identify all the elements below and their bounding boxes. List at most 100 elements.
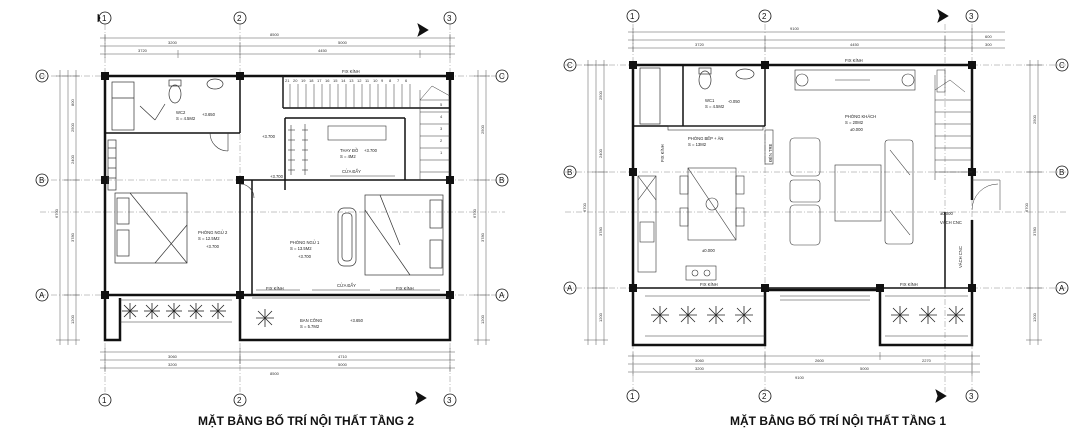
living-room bbox=[789, 69, 916, 246]
grid-col-3-bottom: 3 bbox=[969, 392, 974, 401]
stair-num: 13 bbox=[349, 78, 354, 83]
fix-kinh-label: FIX KÍNH bbox=[396, 286, 414, 291]
dim-left-total: 6700 bbox=[54, 208, 59, 218]
dim-lines-right bbox=[1026, 60, 1042, 345]
grid-col-1-bottom: 1 bbox=[630, 392, 635, 401]
floor-2-plan bbox=[40, 24, 505, 392]
floor-2-title: MẶT BẰNG BỐ TRÍ NỘI THẤT TẦNG 2 bbox=[198, 413, 414, 428]
stair-num: 12 bbox=[357, 78, 362, 83]
dim-bottom-3: 2270 bbox=[922, 358, 932, 363]
stair-num: 16 bbox=[325, 78, 330, 83]
room-wc1-level: -0.050 bbox=[728, 99, 741, 104]
dim-left-total: 6700 bbox=[582, 202, 587, 212]
dim-left-3: 3780 bbox=[598, 226, 603, 236]
room-wc2-area: S = 4.5M2 bbox=[176, 116, 196, 121]
fix-kinh-label: FIX KÍNH bbox=[700, 282, 718, 287]
stair-num: 15 bbox=[333, 78, 338, 83]
grid-row-b: B bbox=[567, 168, 572, 177]
grid-row-a-right: A bbox=[499, 291, 505, 300]
columns bbox=[629, 61, 976, 292]
dim-lines-top bbox=[100, 34, 455, 58]
room-bed2-name: PHÒNG NGỦ 2 bbox=[198, 230, 228, 235]
dim-bottom-1: 3060 bbox=[168, 354, 178, 359]
room-wc1-name: WC1 bbox=[705, 98, 715, 103]
stair-num: 18 bbox=[309, 78, 314, 83]
dim-lines-bottom bbox=[100, 348, 455, 372]
columns bbox=[101, 72, 454, 299]
interior-walls bbox=[105, 76, 450, 295]
dim-left-texts: 800 2500 2400 3780 1200 6700 2500 3780 1… bbox=[54, 99, 485, 324]
dim-left-texts: 2500 2400 3780 1200 6700 2500 3780 1200 … bbox=[582, 90, 1037, 322]
room-wc2-name: WC2 bbox=[176, 110, 186, 115]
room-bed2-area: S = 12.5M2 bbox=[198, 236, 220, 241]
level-mark: +3.700 bbox=[262, 134, 276, 139]
room-wc2-level: +3.650 bbox=[202, 112, 216, 117]
grid-col-3: 3 bbox=[969, 12, 974, 21]
north-arrow-icon bbox=[97, 9, 949, 405]
den-tre-label: ĐÈN TRE bbox=[768, 143, 773, 162]
fix-kinh-label: FIX KÍNH bbox=[900, 282, 918, 287]
balcony bbox=[645, 295, 968, 337]
grid-row-b: B bbox=[39, 176, 44, 185]
dim-top2-2: 4450 bbox=[318, 48, 328, 53]
vach-cnc-label: VÁCH CNC bbox=[958, 246, 963, 268]
grid-col-3: 3 bbox=[447, 14, 452, 23]
grid-col-1-bottom: 1 bbox=[102, 396, 107, 405]
room-balcony-level: +3.650 bbox=[350, 318, 364, 323]
dim-left-1: 800 bbox=[70, 99, 75, 106]
dim-right-2: 3780 bbox=[1032, 226, 1037, 236]
room-bed1-name: PHÒNG NGỦ 1 bbox=[290, 240, 320, 245]
level-mark: ±0.000 bbox=[940, 211, 953, 216]
dim-right-1: 2500 bbox=[480, 124, 485, 134]
dim-lines-bottom bbox=[628, 352, 980, 376]
fix-kinh-label: FIX KÍNH bbox=[266, 286, 284, 291]
room-living-name: PHÒNG KHÁCH bbox=[845, 114, 876, 119]
stair bbox=[934, 69, 1001, 211]
stair-num: 3 bbox=[440, 126, 443, 131]
room-kitchen-name: PHÒNG BẾP + ĂN bbox=[688, 136, 723, 141]
grid-row-c-right: C bbox=[1059, 61, 1065, 70]
stair-num: 1 bbox=[440, 150, 443, 155]
dim-top-2: 5000 bbox=[338, 40, 348, 45]
stair-num: 9 bbox=[381, 78, 384, 83]
grid-col-2: 2 bbox=[237, 14, 242, 23]
floor-2-labels: MẶT BẰNG BỐ TRÍ NỘI THẤT TẦNG 2 1 2 3 1 … bbox=[35, 11, 509, 428]
floor-1-title: MẶT BẰNG BỐ TRÍ NỘI THẤT TẦNG 1 bbox=[730, 413, 946, 428]
dim-right-1: 2500 bbox=[1032, 114, 1037, 124]
dim-top-right-2: 300 bbox=[985, 42, 992, 47]
cua-day-label: CỬA ĐẨY bbox=[342, 169, 361, 174]
dim-bottom2-1: 3200 bbox=[695, 366, 705, 371]
dim-lines-right bbox=[474, 70, 490, 345]
dim-bottom-2: 4710 bbox=[338, 354, 348, 359]
stair-num: 2 bbox=[440, 138, 443, 143]
grid-col-2: 2 bbox=[762, 12, 767, 21]
dim-bottom-1: 3060 bbox=[695, 358, 705, 363]
grid-col-1: 1 bbox=[630, 12, 635, 21]
room-thay-do-area: S = 4M2 bbox=[340, 154, 356, 159]
room-bed2-level: +3.700 bbox=[206, 244, 220, 249]
room-living-area: S = 20M2 bbox=[845, 120, 864, 125]
plants-row bbox=[122, 303, 274, 327]
dim-top-total: 9100 bbox=[790, 26, 800, 31]
stair-num: 6 bbox=[405, 78, 408, 83]
bed-1 bbox=[337, 194, 444, 276]
stair-num: 20 bbox=[293, 78, 298, 83]
stair-num: 7 bbox=[397, 78, 400, 83]
room-kitchen-area: S = 13M2 bbox=[688, 142, 707, 147]
room-kitchen-level: ±0.000 bbox=[702, 248, 715, 253]
dim-top-total: 8500 bbox=[270, 32, 280, 37]
bed-2 bbox=[107, 139, 188, 264]
fix-kinh-label: FIX KÍNH bbox=[845, 58, 863, 63]
stair-num: 21 bbox=[285, 78, 290, 83]
dim-right-total: 6700 bbox=[472, 208, 477, 218]
floor-1-labels: MẶT BẰNG BỐ TRÍ NỘI THẤT TẦNG 1 1 2 3 1 … bbox=[563, 9, 1069, 428]
dim-top-1: 3200 bbox=[168, 40, 178, 45]
room-balcony-name: BAN CÔNG bbox=[300, 318, 322, 323]
stair-num: 17 bbox=[317, 78, 322, 83]
room-thay-do-name: THAY ĐỒ bbox=[340, 148, 359, 153]
dim-bottom-total: 8500 bbox=[270, 371, 280, 376]
stair-num: 10 bbox=[373, 78, 378, 83]
fix-kinh-label: FIX KÍNH bbox=[342, 69, 360, 74]
